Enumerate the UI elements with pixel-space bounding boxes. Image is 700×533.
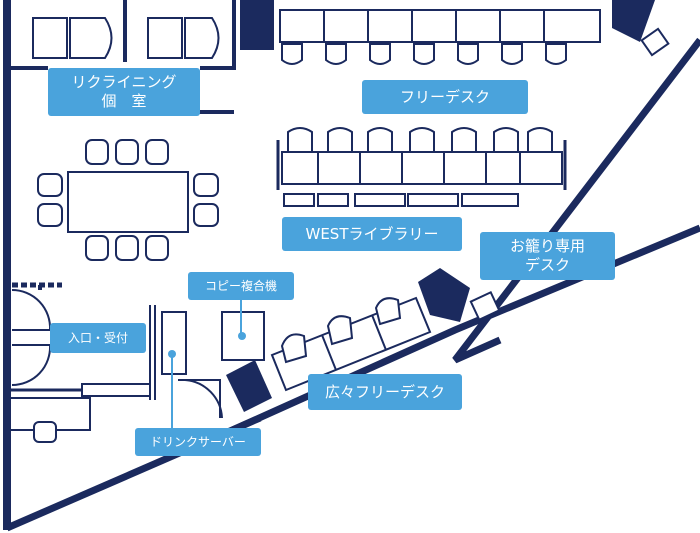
copier-label: コピー複合機 [188, 272, 294, 300]
top-column [240, 0, 274, 50]
private-desk-label-line1: お籠り専用 [509, 237, 585, 255]
reclining-room-label-line2: 個 室 [101, 92, 147, 110]
wide-free-desk-label: 広々フリーデスク [308, 374, 462, 410]
west-library-label-text: WESTライブラリー [305, 224, 439, 243]
top-desks [279, 9, 670, 65]
free-desk-label: フリーデスク [362, 80, 528, 114]
top-right-column [612, 0, 655, 42]
drink-server-label-text: ドリンクサーバー [150, 434, 246, 449]
structural-columns [226, 0, 655, 412]
wide-desks [270, 290, 501, 392]
lower-column [226, 360, 272, 412]
service-area [149, 305, 265, 419]
right-diagonal-wall [452, 37, 700, 364]
library-desks [276, 127, 567, 207]
private-desk-label: お籠り専用 デスク [480, 232, 615, 280]
private-desk-label-line2: デスク [524, 256, 570, 274]
wide-free-desk-label-text: 広々フリーデスク [324, 382, 445, 401]
reclining-furniture [32, 17, 220, 59]
leader-lines [171, 298, 242, 428]
free-desk-label-text: フリーデスク [399, 87, 490, 106]
drink-server-label: ドリンクサーバー [135, 428, 261, 456]
private-desk-column [418, 268, 470, 322]
meeting-table [37, 139, 219, 261]
entrance-area [8, 282, 151, 443]
reclining-room-label: リクライニング 個 室 [48, 68, 200, 116]
west-library-label: WESTライブラリー [282, 217, 462, 251]
reclining-room-wall [7, 0, 236, 70]
reclining-room-label-line1: リクライニング [71, 73, 177, 91]
outer-walls [3, 0, 700, 532]
copier-label-text: コピー複合機 [204, 278, 277, 293]
entrance-label: 入口・受付 [50, 323, 146, 353]
entrance-label-text: 入口・受付 [67, 330, 128, 345]
lower-diagonal-wall [226, 224, 700, 436]
